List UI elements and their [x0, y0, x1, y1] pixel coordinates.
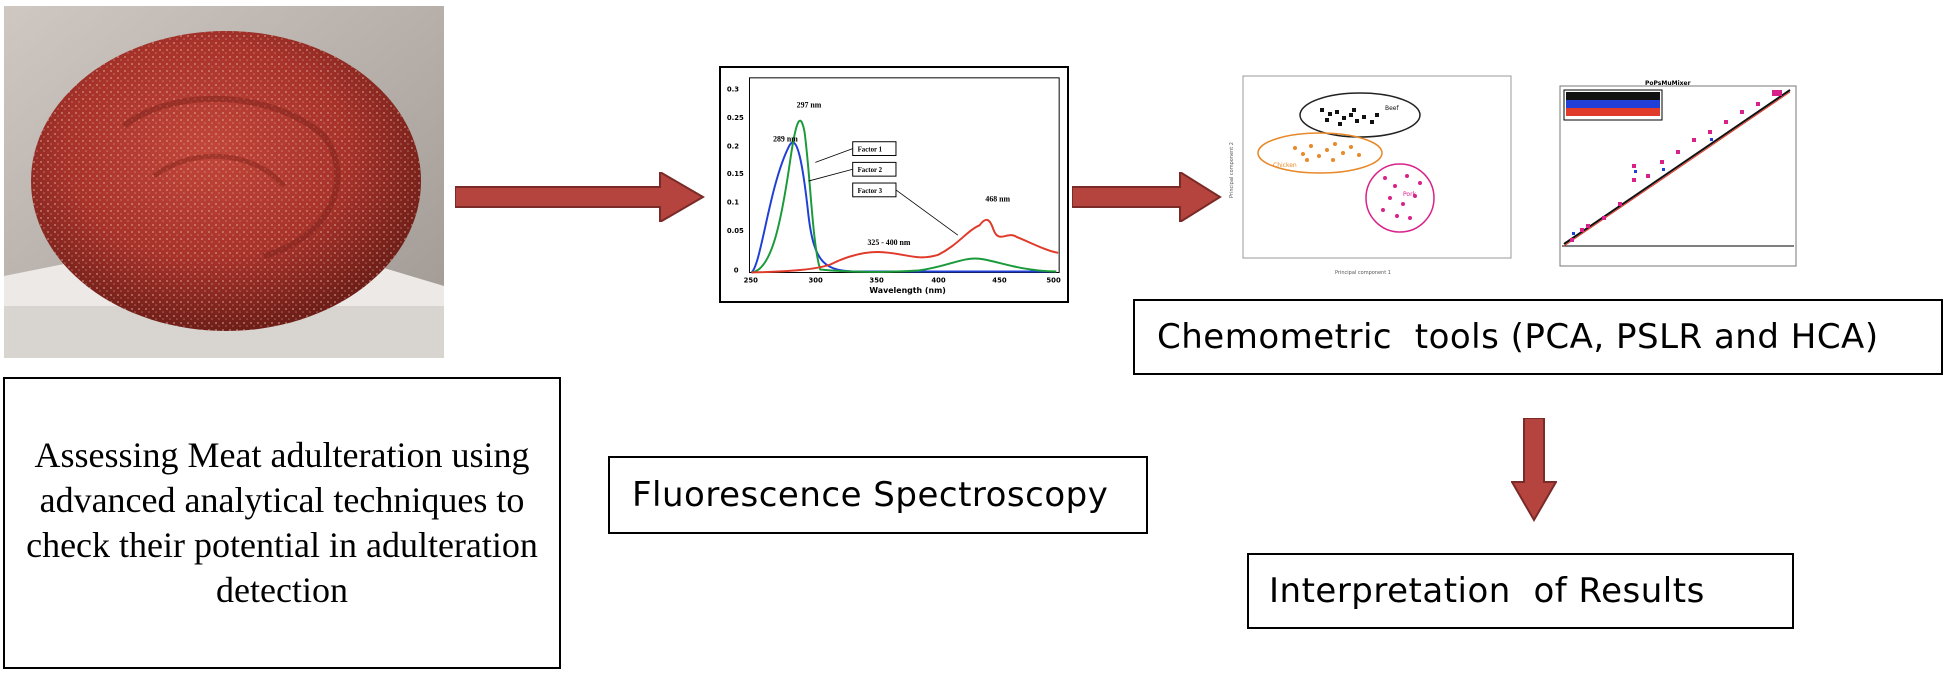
spectrum-ytick: 0.3 — [727, 86, 739, 94]
spectrum-xtick: 350 — [869, 276, 884, 284]
plsr-legend-row-black — [1566, 92, 1660, 100]
legend-factor-3: Factor 3 — [858, 188, 883, 195]
beef-points — [1320, 108, 1379, 126]
legend-pointer — [808, 168, 853, 182]
pca-score-plot: Principal component 1 Principal componen… — [1225, 68, 1515, 278]
spectrum-xtick: 450 — [992, 276, 1007, 284]
spectrum-ytick: 0.25 — [727, 114, 744, 122]
plsr-legend-row-red — [1566, 108, 1660, 116]
pca-ylabel: Principal component 2 — [1229, 142, 1235, 198]
arrow-photo-to-spectrum — [455, 172, 705, 222]
spectrum-ytick: 0.1 — [727, 199, 739, 207]
annotation-range: 325 - 400 nm — [867, 238, 910, 247]
pork-cluster-circle — [1365, 163, 1435, 233]
spectrum-xtick: 400 — [931, 276, 946, 284]
pca-xlabel: Principal component 1 — [1335, 270, 1391, 276]
chicken-points — [1293, 142, 1361, 162]
plsr-legend-row-blue — [1566, 100, 1660, 108]
legend-box — [852, 161, 897, 177]
arrow-spectrum-to-chemometric — [1072, 172, 1222, 222]
assessment-text: Assessing Meat adulteration using advanc… — [26, 435, 538, 610]
legend-pointer — [895, 189, 959, 236]
spectrum-ytick: 0.15 — [727, 170, 744, 178]
annotation-peak-green: 297 nm — [797, 100, 822, 109]
spectrum-curve-blue — [750, 141, 1057, 274]
spectrum-curve-green — [751, 119, 1057, 274]
annotation-peak-red: 468 nm — [985, 195, 1010, 204]
plsr-fit-line-red — [1563, 91, 1791, 247]
chemometric-tools-box: Chemometric tools (PCA, PSLR and HCA) — [1133, 299, 1943, 375]
spectrum-ytick: 0.05 — [727, 227, 744, 235]
interpretation-text: Interpretation of Results — [1269, 571, 1705, 611]
legend-factor-2: Factor 2 — [858, 167, 883, 174]
spectrum-xlabel: Wavelength (nm) — [869, 286, 945, 295]
spectrum-xtick: 250 — [744, 276, 759, 284]
fluorescence-spectroscopy-text: Fluorescence Spectroscopy — [632, 475, 1109, 515]
plsr-title: PoPsMuMixer — [1645, 80, 1691, 87]
pork-points — [1381, 174, 1422, 220]
legend-pointer — [815, 148, 853, 163]
meat-photo — [4, 6, 444, 358]
group-label-pork: Pork — [1403, 191, 1417, 198]
arrow-chemometric-to-interpretation — [1511, 418, 1557, 522]
plsr-fit-line — [1563, 89, 1791, 245]
chemometric-tools-text: Chemometric tools (PCA, PSLR and HCA) — [1157, 317, 1879, 357]
legend-box — [852, 141, 897, 156]
fluorescence-spectroscopy-box: Fluorescence Spectroscopy — [608, 456, 1148, 534]
group-label-beef: Beef — [1385, 105, 1399, 112]
plsr-points — [1570, 90, 1782, 242]
legend-box — [852, 182, 897, 198]
chicken-cluster-ellipse — [1257, 132, 1383, 174]
assessment-box: Assessing Meat adulteration using advanc… — [3, 377, 561, 669]
plsr-regression-plot: PoPsMuMixer — [1550, 78, 1800, 273]
spectrum-xtick: 500 — [1046, 276, 1061, 284]
plsr-points-blue — [1572, 138, 1713, 235]
group-label-chicken: Chicken — [1273, 162, 1297, 169]
annotation-peak-blue: 289 nm — [773, 135, 798, 144]
spectrum-ytick: 0 — [734, 266, 739, 274]
interpretation-box: Interpretation of Results — [1247, 553, 1794, 629]
spectrum-ytick: 0.2 — [727, 143, 739, 151]
spectrum-xtick: 300 — [808, 276, 823, 284]
fluorescence-spectrum-chart: 0.3 0.25 0.2 0.15 0.1 0.05 0 250 300 350… — [719, 66, 1069, 303]
spectrum-curve-red — [751, 218, 1059, 274]
legend-factor-1: Factor 1 — [858, 147, 883, 154]
